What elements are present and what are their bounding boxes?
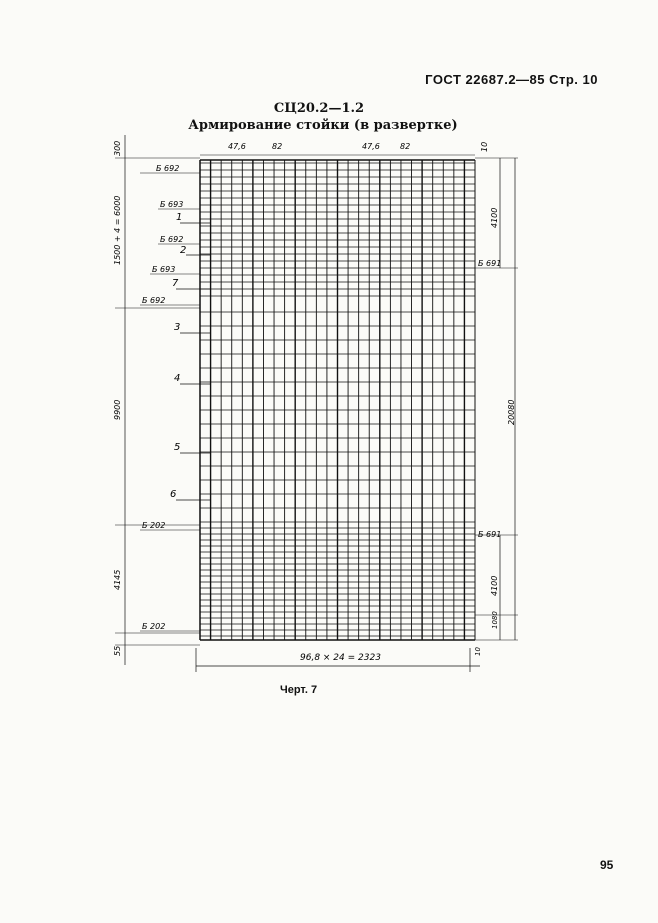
position-number: 3 — [174, 322, 180, 333]
position-number: 4 — [174, 373, 180, 384]
position-number: 6 — [170, 489, 176, 500]
bottom-right-dim: 10 — [474, 647, 482, 656]
mesh-label: Б 202 — [142, 622, 165, 631]
top-dim-3: 47,6 — [362, 142, 380, 151]
mesh-label: Б 693 — [152, 265, 175, 274]
bottom-dim: 96,8 × 24 = 2323 — [300, 653, 381, 663]
document-header: ГОСТ 22687.2—85 Стр. 10 — [425, 72, 598, 87]
top-dim-5: 10 — [480, 142, 489, 152]
top-dim-2: 82 — [272, 142, 282, 151]
figure-caption: Черт. 7 — [280, 684, 318, 696]
left-dim-2: 1500 + 4 = 6000 — [113, 196, 122, 265]
position-number: 1 — [176, 212, 182, 223]
drawing-subtitle: Армирование стойки (в развертке) — [188, 118, 458, 133]
mesh-label: Б 692 — [160, 235, 183, 244]
top-dim-4: 82 — [400, 142, 410, 151]
mesh-label: Б 202 — [142, 521, 165, 530]
right-dim-2: 20080 — [507, 400, 516, 425]
left-dim-4: 4145 — [113, 570, 122, 590]
right-dim-3: 4100 — [490, 576, 499, 596]
dimension-lines — [115, 135, 518, 672]
rebar-grid — [199, 159, 476, 641]
mesh-label-right: Б 691 — [478, 259, 501, 268]
mesh-label: Б 692 — [142, 296, 165, 305]
right-dim-4: 1080 — [491, 611, 499, 629]
left-dim-5: 55 — [113, 646, 122, 656]
mesh-label: Б 693 — [160, 200, 183, 209]
position-number: 2 — [180, 245, 186, 256]
position-number: 7 — [172, 278, 179, 289]
right-dim-1: 4100 — [490, 208, 499, 228]
position-number: 5 — [174, 442, 180, 453]
top-dim-1: 47,6 — [228, 142, 246, 151]
drawing-title: СЦ20.2—1.2 — [273, 101, 365, 116]
page-number: 95 — [600, 858, 614, 872]
left-dim-3: 9900 — [113, 400, 122, 420]
mesh-label: Б 692 — [156, 164, 179, 173]
mesh-label-right: Б 691 — [478, 530, 501, 539]
left-dim-1: 300 — [113, 141, 122, 156]
